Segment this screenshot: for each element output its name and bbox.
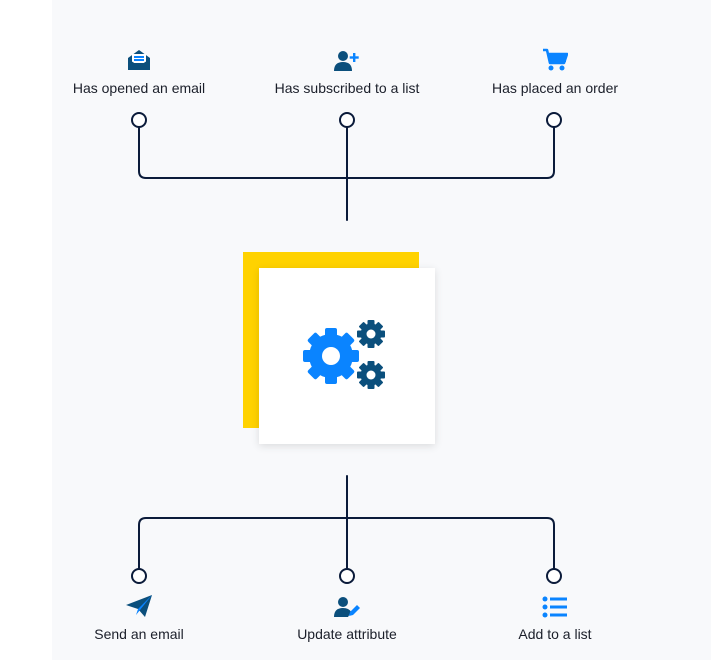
trigger-connector-dot[interactable] <box>339 112 355 128</box>
user-edit-icon <box>247 592 447 618</box>
user-plus-icon <box>247 46 447 72</box>
trigger-connector-dot[interactable] <box>546 112 562 128</box>
trigger-connector-dot[interactable] <box>131 112 147 128</box>
trigger-opened-email[interactable]: Has opened an email <box>39 46 239 97</box>
paper-plane-icon <box>39 592 239 618</box>
action-connector-dot[interactable] <box>546 568 562 584</box>
action-send-email[interactable]: Send an email <box>39 592 239 643</box>
action-label: Update attribute <box>297 626 397 642</box>
trigger-placed-order[interactable]: Has placed an order <box>455 46 655 97</box>
automation-card[interactable] <box>259 268 435 444</box>
open-envelope-icon <box>39 46 239 72</box>
action-add-to-list[interactable]: Add to a list <box>455 592 655 643</box>
shopping-cart-icon <box>455 46 655 72</box>
list-icon <box>455 592 655 618</box>
action-label: Send an email <box>94 626 184 642</box>
action-connector-dot[interactable] <box>131 568 147 584</box>
trigger-label: Has placed an order <box>491 80 619 96</box>
trigger-label: Has subscribed to a list <box>274 80 420 96</box>
action-update-attribute[interactable]: Update attribute <box>247 592 447 643</box>
trigger-subscribed-list[interactable]: Has subscribed to a list <box>247 46 447 97</box>
gears-icon <box>303 320 385 389</box>
trigger-label: Has opened an email <box>72 80 206 96</box>
action-label: Add to a list <box>518 626 592 642</box>
action-connector-dot[interactable] <box>339 568 355 584</box>
